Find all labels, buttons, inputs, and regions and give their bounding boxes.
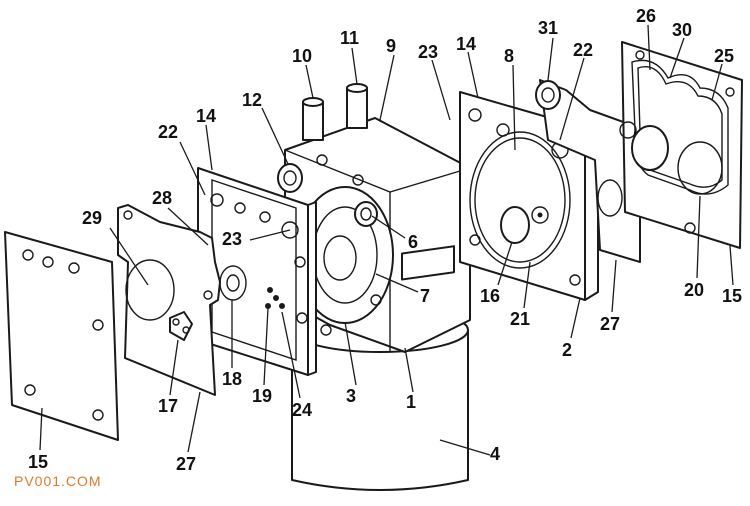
callout-27-right: 27 [600, 314, 620, 334]
callout-25: 25 [714, 46, 734, 66]
callout-23-left: 23 [222, 229, 242, 249]
callout-24: 24 [292, 400, 312, 420]
callout-18: 18 [222, 369, 242, 389]
right-cover-plate [619, 41, 743, 249]
right-valve-plate [535, 79, 641, 263]
callout-20: 20 [684, 280, 704, 300]
callout-29: 29 [82, 208, 102, 228]
callout-17: 17 [158, 396, 178, 416]
callout-15-left: 15 [28, 452, 48, 472]
callout-27-left: 27 [176, 454, 196, 474]
callout-4: 4 [490, 444, 500, 464]
callout-30: 30 [672, 20, 692, 40]
pump-housing [277, 83, 471, 353]
callout-14-left: 14 [196, 106, 216, 126]
callout-21: 21 [510, 309, 530, 329]
callout-15-right: 15 [722, 286, 742, 306]
callout-28: 28 [152, 188, 172, 208]
callout-16: 16 [480, 286, 500, 306]
callout-10: 10 [292, 46, 312, 66]
callout-12: 12 [242, 90, 262, 110]
leader-lines [39, 24, 734, 456]
callout-14-right: 14 [456, 34, 476, 54]
callout-1: 1 [406, 392, 416, 412]
callout-7: 7 [420, 286, 430, 306]
callout-22-left: 22 [158, 122, 178, 142]
callout-3: 3 [346, 386, 356, 406]
left-cover-plate [4, 231, 175, 441]
watermark: PV001.COM [14, 473, 102, 489]
callout-22-right: 22 [573, 40, 593, 60]
callout-19: 19 [252, 386, 272, 406]
callout-23-right: 23 [418, 42, 438, 62]
callout-6: 6 [408, 232, 418, 252]
callout-8: 8 [504, 46, 514, 66]
callout-labels: 10 11 9 12 14 22 28 29 23 6 7 3 1 18 19 … [28, 6, 742, 474]
callout-2: 2 [562, 340, 572, 360]
callout-9: 9 [386, 36, 396, 56]
callout-26: 26 [636, 6, 656, 26]
callout-11: 11 [340, 28, 359, 48]
callout-31: 31 [538, 18, 558, 38]
